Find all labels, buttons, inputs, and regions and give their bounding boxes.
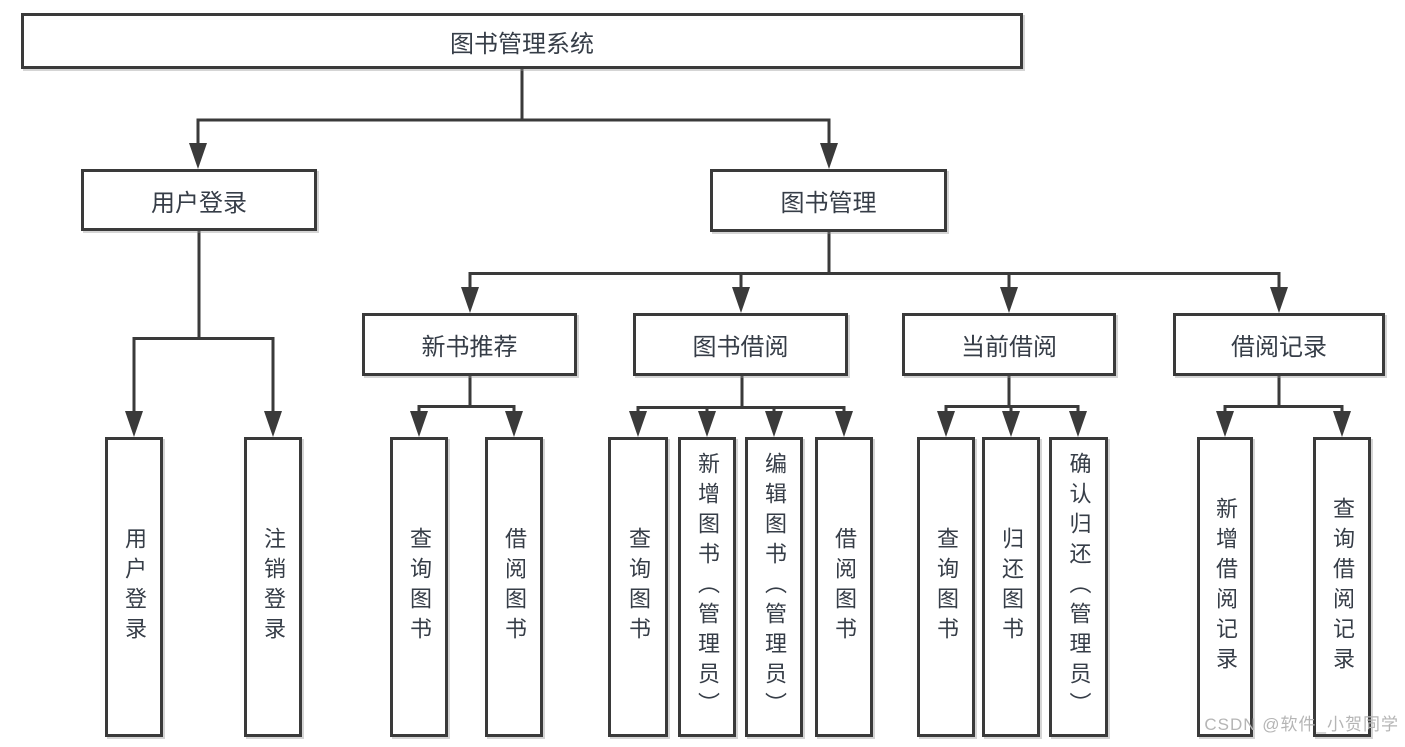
connector-borrow-to-leaves — [636, 376, 846, 414]
arrow-down-icon — [1002, 411, 1020, 437]
leaf-borrow-books-recommend: 借阅图书 — [485, 437, 543, 737]
arrow-down-icon — [937, 411, 955, 437]
leaf-return-books: 归还图书 — [982, 437, 1040, 737]
leaf-query-books-borrow: 查询图书 — [608, 437, 668, 737]
arrow-down-icon — [835, 411, 853, 437]
arrow-down-icon — [1069, 411, 1087, 437]
arrow-down-icon — [820, 143, 838, 169]
leaf-confirm-return-admin: 确认归还（管理员） — [1049, 437, 1108, 737]
connector-userlogin-to-leaves — [132, 230, 275, 414]
leaf-query-borrow-record: 查询借阅记录 — [1313, 437, 1371, 737]
arrow-down-icon — [1270, 287, 1288, 313]
leaf-query-books-recommend: 查询图书 — [390, 437, 448, 737]
leaf-borrow-books: 借阅图书 — [815, 437, 873, 737]
node-book-management: 图书管理 — [710, 169, 947, 232]
connector-root-to-level2 — [196, 68, 831, 146]
leaf-add-books-admin: 新增图书（管理员） — [678, 437, 736, 737]
leaf-add-borrow-record: 新增借阅记录 — [1197, 437, 1253, 737]
arrow-down-icon — [125, 411, 143, 437]
leaf-user-login: 用户登录 — [105, 437, 163, 737]
connector-bookmgmt-to-level3 — [468, 231, 1281, 290]
arrow-down-icon — [1000, 287, 1018, 313]
arrow-down-icon — [189, 143, 207, 169]
arrow-down-icon — [461, 287, 479, 313]
arrow-down-icon — [698, 411, 716, 437]
arrow-down-icon — [1333, 411, 1351, 437]
connector-current-to-leaves — [944, 376, 1080, 414]
arrow-down-icon — [264, 411, 282, 437]
arrow-down-icon — [1216, 411, 1234, 437]
node-current-borrowing: 当前借阅 — [902, 313, 1116, 376]
csdn-watermark: CSDN @软件_小贺同学 — [1204, 715, 1399, 734]
arrow-down-icon — [765, 411, 783, 437]
connector-newbook-to-leaves — [417, 376, 516, 414]
arrow-down-icon — [505, 411, 523, 437]
leaf-logout: 注销登录 — [244, 437, 302, 737]
node-user-login: 用户登录 — [81, 169, 317, 231]
arrow-down-icon — [410, 411, 428, 437]
arrow-down-icon — [732, 287, 750, 313]
arrow-down-icon — [629, 411, 647, 437]
node-root-system: 图书管理系统 — [21, 13, 1023, 69]
leaf-query-books-current: 查询图书 — [917, 437, 975, 737]
node-borrowing-records: 借阅记录 — [1173, 313, 1385, 376]
leaf-edit-books-admin: 编辑图书（管理员） — [745, 437, 803, 737]
connector-records-to-leaves — [1223, 376, 1344, 414]
node-new-book-recommend: 新书推荐 — [362, 313, 577, 376]
node-book-borrowing: 图书借阅 — [633, 313, 848, 376]
